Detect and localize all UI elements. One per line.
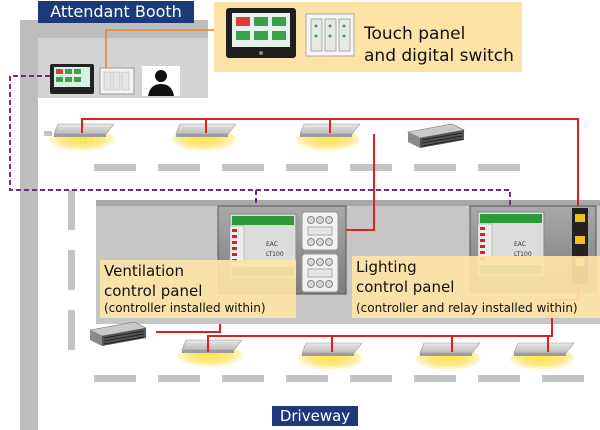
callout-touch-panel-image [226, 8, 296, 58]
lighting-wiring [81, 118, 579, 352]
callout-digital-switch-image [305, 13, 355, 57]
network-wiring [9, 75, 511, 208]
booth-attendant [142, 66, 180, 96]
ceiling-light-2 [171, 123, 237, 153]
touch-panel-wire [105, 29, 216, 74]
digital-switch-label: and digital switch [364, 46, 514, 66]
ceiling-light-3 [295, 123, 361, 153]
booth-digital-switch [99, 67, 135, 95]
lighting-label-box [352, 256, 600, 318]
ventilation-label-box [100, 260, 296, 318]
ceiling-light-4 [177, 339, 243, 369]
lane-markings [44, 131, 584, 382]
vent-controller-brand: EAC [266, 241, 278, 248]
vent-title-line2: control panel [104, 282, 203, 300]
vent-title-line1: Ventilation [104, 262, 184, 280]
ceiling-light-7 [509, 342, 575, 372]
vent-relay-1 [301, 211, 339, 251]
ceiling-light-6 [415, 342, 481, 372]
light-controller-model: LT100 [514, 251, 532, 258]
ventilation-fan-1 [407, 123, 465, 149]
booth-title: Attendant Booth [38, 1, 194, 23]
vent-note: (controller installed within) [104, 301, 266, 315]
light-title-line2: control panel [356, 278, 455, 296]
ceiling-light-5 [297, 342, 363, 372]
vent-controller-model: LT100 [266, 251, 284, 258]
vent-relay-2 [301, 253, 339, 293]
light-controller-brand: EAC [514, 241, 526, 248]
booth-touch-panel [50, 64, 94, 94]
light-title-line1: Lighting [356, 258, 417, 276]
touch-panel-label: Touch panel [364, 24, 466, 44]
driveway-label: Driveway [272, 406, 358, 426]
light-note: (controller and relay installed within) [356, 301, 578, 315]
